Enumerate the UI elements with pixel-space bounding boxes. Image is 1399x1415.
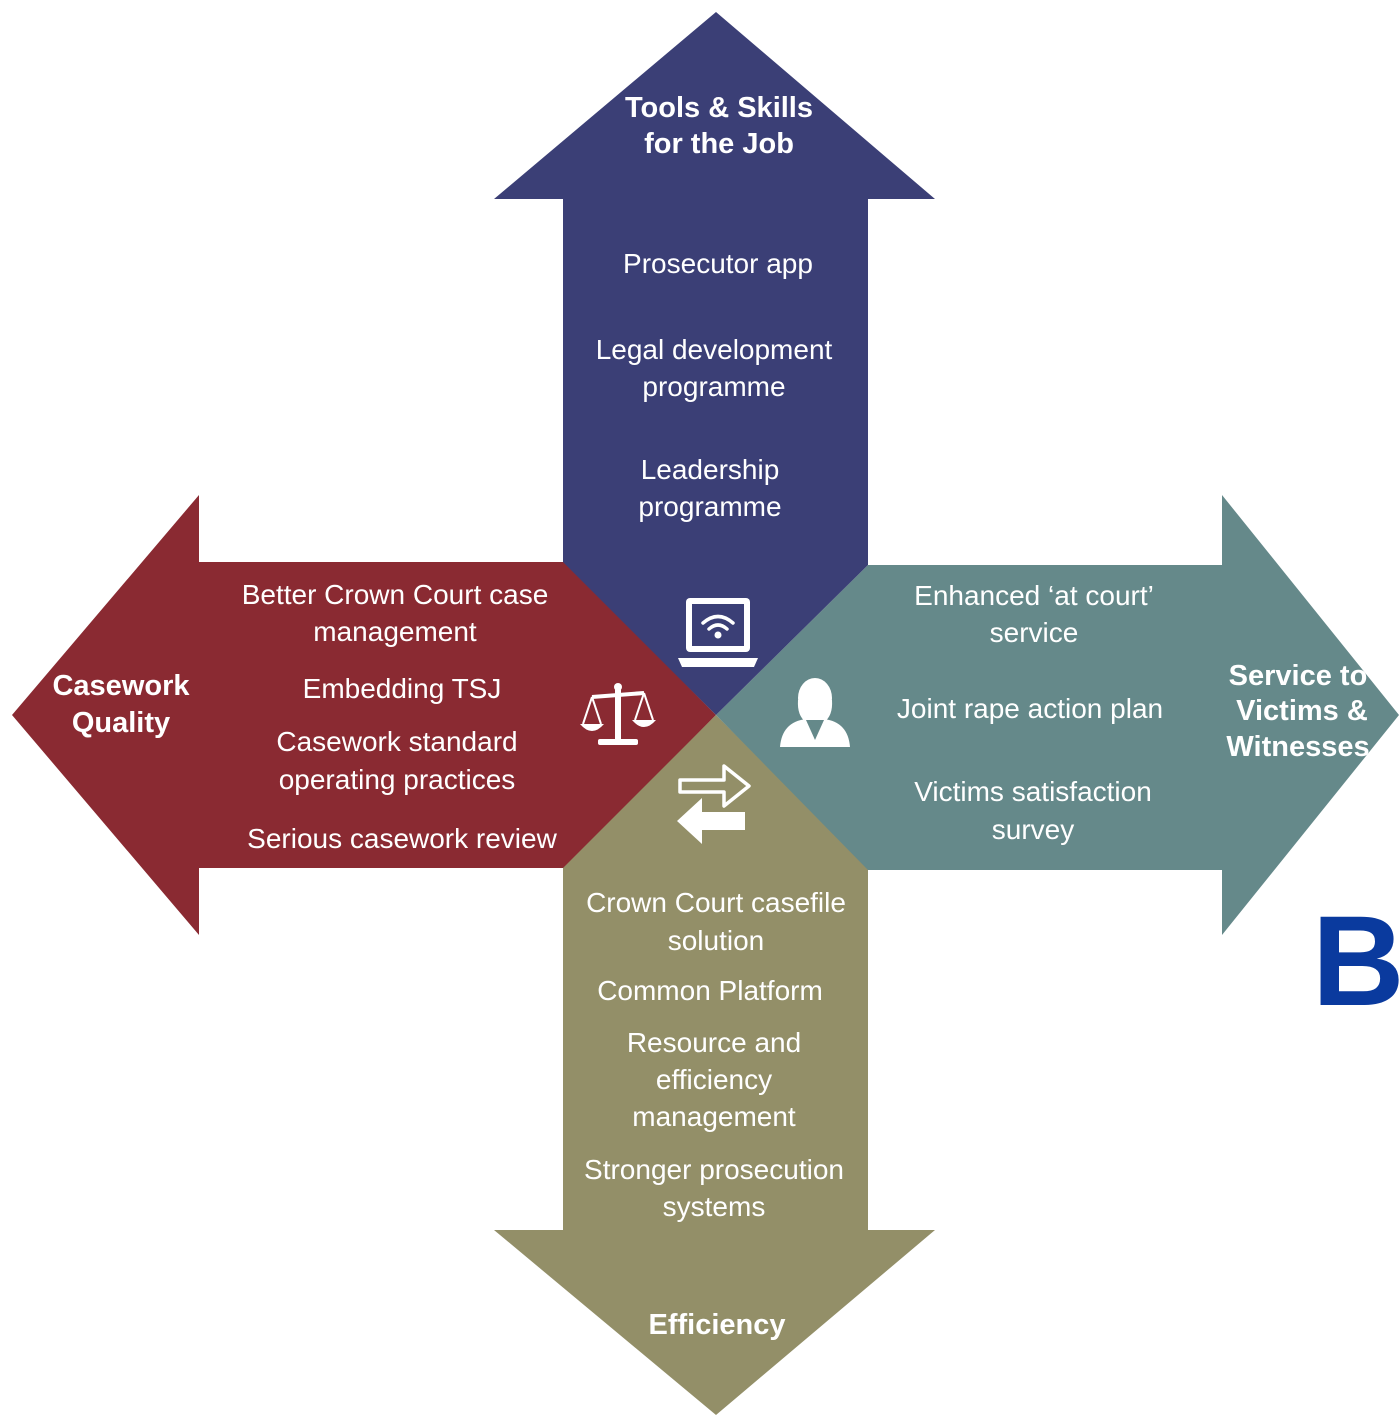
left-item-serious-casework-review: Serious casework review [247,823,557,854]
left-item-casework-standard-1: Casework standard [276,726,517,757]
top-item-leadership-1: Leadership [641,454,780,485]
partial-heading: Bu [1312,890,1399,1033]
right-arrow [716,495,1399,935]
top-arrow [494,12,935,715]
bottom-item-common-platform: Common Platform [597,975,823,1006]
bottom-item-crown-court-casefile-2: solution [668,925,765,956]
left-title-line-2: Quality [72,707,170,739]
right-item-enhanced-at-court-1: Enhanced ‘at court’ [914,580,1154,611]
top-item-prosecutor-app: Prosecutor app [623,248,813,279]
bottom-item-crown-court-casefile-1: Crown Court casefile [586,887,846,918]
right-item-joint-rape-action-plan: Joint rape action plan [897,693,1163,724]
bottom-title: Efficiency [649,1309,786,1341]
left-item-embedding-tsj: Embedding TSJ [303,673,502,704]
bottom-item-stronger-prosecution-1: Stronger prosecution [584,1154,844,1185]
right-title-line-2: Victims & [1236,695,1368,727]
bottom-item-stronger-prosecution-2: systems [663,1191,766,1222]
left-arrow [12,495,716,935]
right-item-enhanced-at-court-2: service [990,617,1079,648]
top-title-line-1: Tools & Skills [625,92,813,124]
scales-of-justice-icon [580,683,656,745]
bottom-item-resource-efficiency-1: Resource and [627,1027,801,1058]
laptop-wifi-icon [678,598,758,667]
right-title-line-1: Service to [1229,660,1368,692]
bottom-item-resource-efficiency-2: efficiency [656,1064,772,1095]
bottom-arrow [494,715,935,1415]
exchange-arrows-icon [677,764,751,844]
left-item-better-crown-court-2: management [313,616,477,647]
left-item-better-crown-court-1: Better Crown Court case [242,579,549,610]
right-item-victims-satisfaction-1: Victims satisfaction [914,776,1152,807]
right-title-line-3: Witnesses [1226,731,1369,763]
right-item-victims-satisfaction-2: survey [992,814,1074,845]
left-item-casework-standard-2: operating practices [279,764,516,795]
top-item-legal-development-1: Legal development [596,334,833,365]
person-icon [780,678,850,747]
left-title-line-1: Casework [52,670,190,702]
top-title-line-2: for the Job [644,128,794,160]
top-item-leadership-2: programme [638,491,781,522]
top-item-legal-development-2: programme [642,371,785,402]
bottom-item-resource-efficiency-3: management [632,1101,796,1132]
